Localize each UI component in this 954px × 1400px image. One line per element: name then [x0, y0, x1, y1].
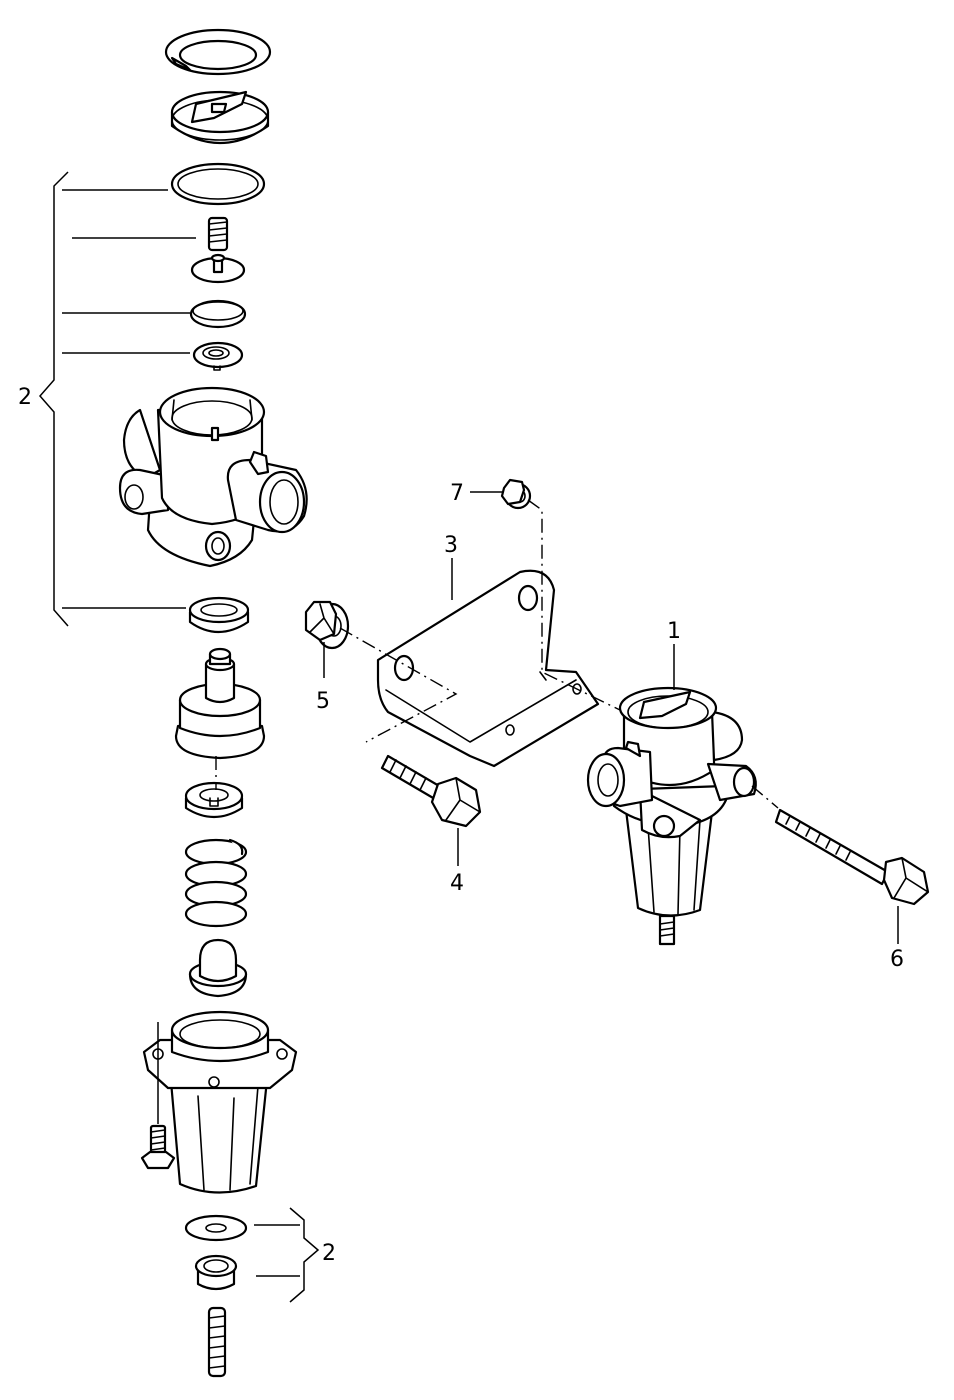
callout-2-bottom: 2: [322, 1241, 336, 1266]
grommet-seal: [188, 596, 250, 633]
washer: [184, 1214, 248, 1242]
callout-5: 5: [316, 689, 330, 714]
callout-4: 4: [450, 871, 464, 896]
callout-2-top: 2: [18, 385, 32, 410]
callout-3: 3: [444, 533, 458, 558]
spring-cap: [188, 938, 248, 998]
callout-1: 1: [667, 619, 681, 644]
piston: [174, 647, 266, 760]
long-bolt: [774, 808, 930, 906]
small-screw: [140, 1022, 176, 1170]
bushing: [194, 1254, 238, 1291]
o-ring: [170, 162, 266, 206]
threaded-pin: [207, 1306, 227, 1378]
mounting-bracket: [376, 569, 600, 768]
upper-valve-housing: [118, 386, 308, 568]
callout-6: 6: [890, 947, 904, 972]
nut: [500, 478, 532, 510]
piston-seat: [184, 781, 244, 819]
pressure-regulator-valve: [586, 686, 757, 946]
valve-disc: [190, 253, 246, 284]
hex-bolt: [380, 754, 482, 828]
valve-seat: [192, 341, 244, 371]
diaphragm-seal: [189, 299, 247, 329]
leader-lines: [39, 171, 899, 1303]
lower-housing: [142, 1010, 298, 1194]
large-spring: [184, 838, 248, 928]
snap-ring: [164, 28, 272, 76]
small-spring: [207, 216, 229, 252]
adjusting-cap: [170, 90, 270, 144]
callout-7: 7: [450, 481, 464, 506]
flange-nut: [304, 600, 350, 650]
